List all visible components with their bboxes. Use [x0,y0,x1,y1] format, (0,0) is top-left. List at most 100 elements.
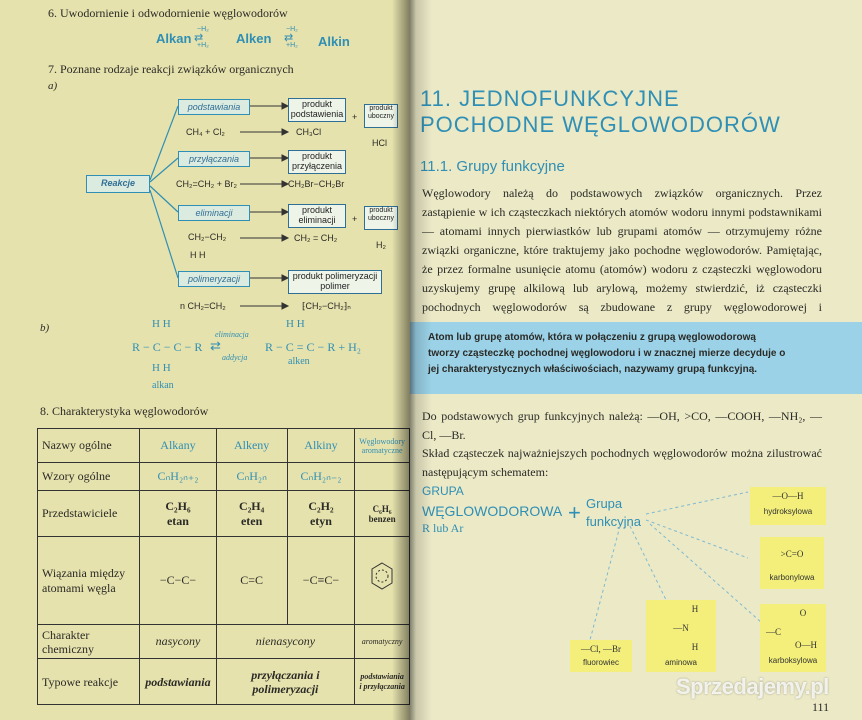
eq-elim-h2: H₂ [376,240,386,250]
eq-add-right: CH₂Br−CH₂Br [288,179,345,189]
reaction-tree-lines [149,102,290,310]
fg-amin-name: aminowa [664,658,697,667]
b-alken-formula: R − C = C − R + H₂ [265,340,361,354]
formula: C₆H₆ [372,503,392,514]
definition-text: Atom lub grupę atomów, która w połączeni… [428,332,786,375]
page-number: 111 [812,700,830,714]
chapter-title-line1: 11. JEDNOFUNKCYJNE [420,86,680,111]
table-cell [354,462,410,491]
table-cell: Charakter chemiczny [36,624,141,659]
fg-cooh-name: karboksylowa [768,656,818,665]
b-hh-top-left: H H [152,318,171,330]
table-cell: podstawiania i przyłączania [354,658,410,705]
fg-cooh-c: —C [766,627,782,637]
formula: C₂H₂ [308,498,334,513]
fg-oh-formula: —O—H [772,491,804,501]
fg-fluorowiec: —Cl, —Br fluorowiec [570,640,632,672]
section-7-title: 7. Poznane rodzaje reakcji związków orga… [48,62,294,76]
b-alken-label: alken [288,356,310,367]
left-page: 6. Uwodornienie i odwodornienie węglowod… [0,0,410,720]
hydrocarbon-table: Nazwy ogólne Alkany Alkeny Alkiny Węglow… [36,428,410,705]
table-cell: Przedstawiciele [36,490,141,537]
section-8-title: 8. Charakterystyka węglowodorów [40,404,209,418]
table-cell: Wzory ogólne [36,462,141,491]
fg-karboksylowa: O —C O—H karboksylowa [760,604,826,672]
fg-cooh-oh: O—H [795,640,817,650]
fg-halo-name: fluorowiec [582,658,619,667]
paragraph-scheme: Skład cząsteczek najważniejszych pochodn… [422,446,822,479]
product-box-przylaczenia: produkt przyłączenia [288,150,346,174]
eq-poly-left: n CH₂=CH₂ [180,301,226,311]
fg-cooh-o: O [799,608,807,618]
arrow-plus-h2-b: +H₂ [286,42,298,49]
product-box-polimeryzacji: produkt polimeryzacji polimer [288,270,382,294]
type-box-eliminacji: eliminacji [178,205,250,221]
formula: C₂H₄ [239,498,265,513]
eq-elim-right: CH₂ = CH₂ [294,233,338,243]
reakcje-box: Reakcje [86,175,150,193]
table-cell: nienasycony [215,624,356,659]
scheme-grupa-f2: funkcyjna [586,514,641,529]
b-add-label: addycja [222,353,248,362]
b-hh-bottom-left: H H [152,362,171,374]
section-title: 11.1. Grupy funkcyjne [420,158,565,175]
eq-elim-left: CH₂−CH₂ [188,232,227,242]
type-box-polimeryzacji: polimeryzacji [178,271,250,287]
fg-nh-top: H [691,604,699,614]
paragraph-groups: Do podstawowych grup funkcyjnych należą:… [422,409,822,442]
formula: C₂H₆ [165,498,191,513]
table-header: Węglowodory aromatyczne [354,428,410,463]
table-cell: CₙH₂ₙ [215,462,288,491]
fg-karbonylowa: >C=O karbonylowa [760,537,824,589]
book-gutter-shadow [392,0,432,720]
scheme-weglowodorowa: WĘGLOWODOROWA [422,503,563,519]
eq-poly-right: ⁅CH₂−CH₂⁆ₙ [302,301,351,311]
fg-co-name: karbonylowa [769,573,815,582]
b-alkan-label: alkan [152,380,174,391]
table-header: Alkany [139,428,217,463]
equilibrium-arrow-icon: ⇄ [284,32,294,44]
eq-subst-left: CH₄ + Cl₂ [186,127,225,137]
table-cell: CₙH₂ₙ₋₂ [286,462,356,491]
arrow-minus-h2-b: −H₂ [286,26,298,33]
scheme-lines [589,491,771,641]
table-cell: nasycony [139,624,217,659]
bond-alkeny: C=C [215,536,288,625]
name: etyn [309,513,332,528]
scheme-r-lub-ar: R lub Ar [422,521,464,535]
eq-elim-hh: H H [190,250,206,260]
b-elim-label: eliminacja [215,330,249,339]
table-header: Alkiny [286,428,356,463]
b-hh-top-right: H H [286,318,305,330]
type-box-podstawiania: podstawiania [178,99,250,115]
fg-oh-name: hydroksylowa [763,507,813,516]
alken-label: Alken [236,31,272,46]
fg-hydroksylowa: —O—H hydroksylowa [750,487,826,525]
table-cell: Wiązania między atomami węgla [36,536,141,625]
arrow-plus-h2: +H₂ [197,42,209,49]
name: eten [240,513,263,528]
b-equilibrium-arrow-icon: ⇄ [210,338,221,353]
table-header: Nazwy ogólne [36,428,141,463]
fg-aminowa: H —N H aminowa [646,600,716,672]
eq-add-left: CH₂=CH₂ + Br₂ [176,179,237,189]
table-cell: CₙH₂ₙ₊₂ [139,462,217,491]
scheme-grupa: GRUPA [422,484,464,498]
chapter-title-line2: POCHODNE WĘGLOWODORÓW [420,112,781,137]
byproduct-box: produkt uboczny [364,104,398,128]
plus-sign: + [352,112,358,122]
table-cell: aromatyczny [354,624,410,659]
arrow-minus-h2: −H₂ [197,26,209,33]
product-box-eliminacji: produkt eliminacji [288,204,346,228]
fg-halo-formula: —Cl, —Br [580,644,621,654]
bond-alkany: −C−C− [139,536,217,625]
fg-co-formula: >C=O [780,549,804,559]
eq-subst-hcl: HCl [372,138,387,148]
plus-sign: + [352,214,358,224]
definition-box: Atom lub grupę atomów, która w połączeni… [410,322,862,394]
table-cell: podstawiania [139,658,217,705]
section-6-title: 6. Uwodornienie i odwodornienie węglowod… [48,6,288,20]
label-b: b) [40,322,50,334]
bond-alkiny: −C≡C− [286,536,356,625]
table-cell: przyłączania i polimeryzacji [215,658,356,705]
